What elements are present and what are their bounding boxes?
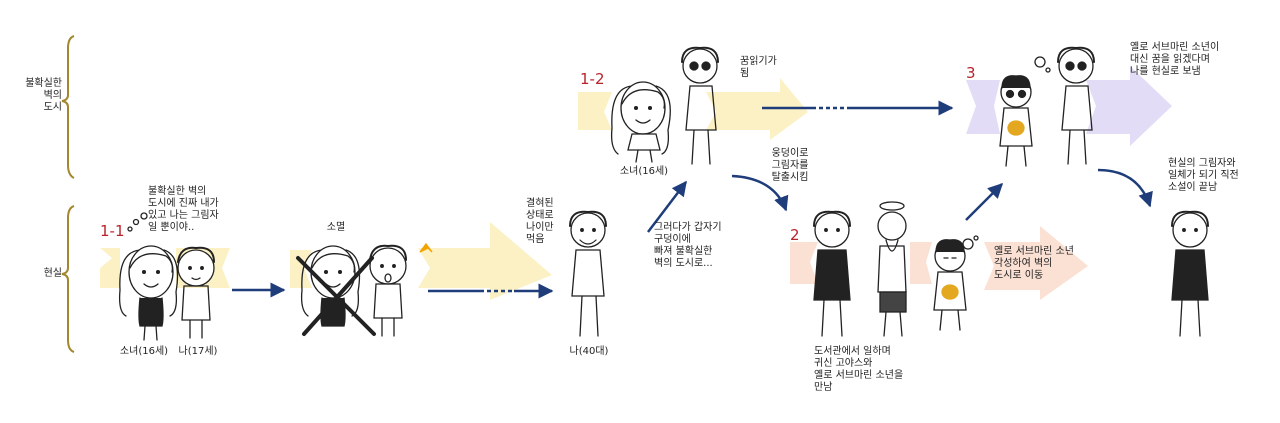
band-peach-2 <box>910 242 932 284</box>
band-lavender <box>966 80 1000 134</box>
thought-bubble-icon <box>127 212 148 232</box>
text-falling: 그러다가 갑자기 구덩이에 빠져 불확실한 벽의 도시로... <box>654 222 722 269</box>
speech-bubble-icon-2 <box>962 235 979 250</box>
bracket-lower <box>61 205 75 353</box>
scene-number-1-1: 1-1 <box>100 222 125 240</box>
band-yellow-5 <box>706 78 808 140</box>
band-yellow-big-arrow <box>418 222 552 300</box>
dreamreader-figure-3 <box>1057 46 1095 165</box>
band-peach-1 <box>790 242 818 284</box>
protagonist-figure-2 <box>813 210 851 337</box>
exclaim-mark <box>419 242 433 253</box>
ghost-koyasu-figure <box>877 201 907 337</box>
thought-text-1-1: 불확실한 벽의 도시에 진짜 내가 있고 나는 그림자 일 뿐이야.. <box>148 186 219 233</box>
yellow-submarine-boy-figure-3 <box>999 75 1033 167</box>
row-label-upper: 불확실한 벽의 도시 <box>25 78 62 113</box>
text-meet: 도서관에서 일하며 귀신 고야스와 옐로 서브마린 소년을 만남 <box>814 346 904 393</box>
band-yellow-4 <box>578 92 612 130</box>
dreamreader-figure-1-2 <box>681 46 719 165</box>
label-girl-1-2: 소녀(16세) <box>619 166 669 177</box>
label-boy-1-1: 나(17세) <box>178 346 218 357</box>
band-peach-arrow <box>984 226 1088 300</box>
arrow-2-up-to-3 <box>965 182 1004 221</box>
text-aging: 결혀된 상태로 나이만 먹음 <box>526 198 554 245</box>
adult-figure <box>569 210 607 337</box>
boy-figure-surprised <box>369 244 407 337</box>
cross-mark <box>296 256 376 336</box>
girl-figure-1-2 <box>610 81 671 163</box>
arrow-up-to-1-2 <box>647 180 687 233</box>
girl-figure-1-1 <box>118 245 179 341</box>
scene-number-2: 2 <box>790 226 800 244</box>
text-dream: 꿈읽기가 됨 <box>740 56 777 79</box>
arrow-curve-to-2 <box>731 174 789 212</box>
arrow-curve-to-end <box>1097 168 1153 208</box>
speech-bubble-icon-3 <box>1034 56 1051 73</box>
boy-figure-1-1 <box>177 246 215 339</box>
yellow-submarine-boy-figure <box>933 239 967 331</box>
band-lavender-arrow <box>1086 66 1172 146</box>
text-move: 옐로 서브마린 소년 각성하여 벽의 도시로 이동 <box>994 246 1074 281</box>
band-yellow-1 <box>100 248 120 288</box>
text-ending: 현실의 그림자와 일체가 되기 직전 소설이 끝남 <box>1168 158 1239 193</box>
text-escape: 웅덩이로 그림자를 탈출시킴 <box>771 148 809 183</box>
row-label-lower: 현실 <box>43 268 62 279</box>
protagonist-figure-ending <box>1171 210 1209 337</box>
scene-number-3: 3 <box>966 64 976 82</box>
bracket-upper <box>61 35 75 179</box>
scene-number-1-2: 1-2 <box>580 70 605 88</box>
label-adult: 나(40대) <box>569 346 609 357</box>
label-disappear: 소멸 <box>326 222 346 233</box>
label-girl-1-1: 소녀(16세) <box>119 346 169 357</box>
text-return: 옐로 서브마린 소년이 대신 꿈을 읽겠다며 나를 현실로 보냄 <box>1130 42 1220 77</box>
